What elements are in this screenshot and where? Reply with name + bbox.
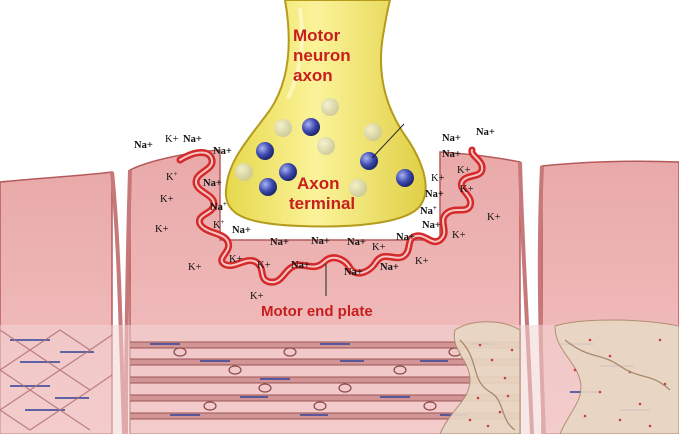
ion-label: K+	[160, 194, 174, 205]
ion-label: Na+	[347, 237, 366, 248]
ion-label: Na+	[425, 189, 444, 200]
ion-label: K+	[460, 184, 474, 195]
ion-label: K+	[431, 173, 445, 184]
k-ion-labels: K+ K+ K+ K+ K+ K+ K+ K+ K+ K+ K+ K+ K+ K…	[155, 134, 501, 302]
ion-label: Na+	[232, 225, 251, 236]
terminal-label-line1: Axon	[297, 174, 340, 193]
t-tubule-network	[439, 319, 679, 434]
ion-label: K+	[229, 254, 243, 265]
ion-label: Na+	[183, 134, 202, 145]
ion-label: Na+	[210, 200, 227, 213]
ion-label: K+	[487, 212, 501, 223]
axon-label-line1: Motor	[293, 26, 341, 45]
ion-label: K+	[452, 230, 466, 241]
synaptic-vesicles	[235, 98, 414, 197]
junctional-folds	[176, 146, 486, 286]
axon-label-line3: axon	[293, 66, 333, 85]
ion-label: K+	[155, 224, 169, 235]
ion-label: K+	[415, 256, 429, 267]
end-plate-label: Motor end plate	[261, 303, 373, 320]
ion-label: Na+	[203, 178, 222, 189]
ion-label: Na+	[311, 236, 330, 247]
ion-label: K+	[257, 260, 271, 271]
ion-label: K+	[372, 242, 386, 253]
terminal-label-line2: terminal	[289, 194, 355, 213]
ion-label: Na+	[442, 149, 461, 160]
ion-label: Na+	[476, 127, 495, 138]
ion-label: K+	[188, 262, 202, 273]
axon-label-line2: neuron	[293, 46, 351, 65]
ion-label: Na+	[134, 140, 153, 151]
ion-label: Na+	[420, 204, 437, 217]
vesicle-pointer-line	[371, 123, 405, 159]
ion-label: Na+	[291, 260, 310, 271]
ion-label: K+	[166, 170, 178, 183]
ion-label: K+	[457, 165, 471, 176]
ion-label: Na+	[442, 133, 461, 144]
ion-label: Na+	[213, 146, 232, 157]
ion-label: Na+	[344, 267, 363, 278]
ion-label: Na+	[422, 220, 441, 231]
na-ion-labels: Na+ Na+ Na+ Na+ Na+ Na+ Na+ Na+ Na+ Na+ …	[134, 127, 495, 278]
ion-label: Na+	[270, 237, 289, 248]
ion-label: K+	[165, 134, 179, 145]
ion-label: K+	[213, 218, 225, 231]
ion-label: Na+	[396, 232, 415, 243]
ion-label: K+	[250, 291, 264, 302]
ion-label: Na+	[380, 262, 399, 273]
